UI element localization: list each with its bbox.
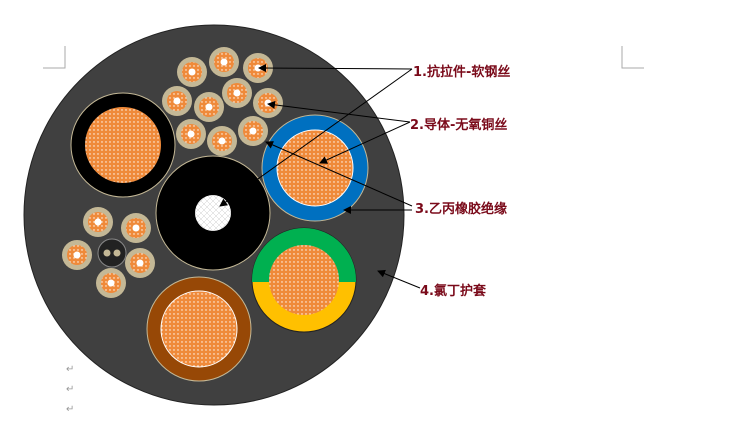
small-pair-element bbox=[97, 238, 127, 268]
paragraph-mark: ↵ bbox=[66, 364, 75, 375]
steel-strand bbox=[253, 88, 283, 118]
steel-strand bbox=[243, 53, 273, 83]
steel-strand bbox=[177, 57, 207, 87]
paragraph-mark: ↵ bbox=[66, 404, 75, 415]
steel-strand bbox=[222, 78, 252, 108]
steel-strand bbox=[62, 240, 92, 270]
steel-strand bbox=[121, 213, 151, 243]
page-corner-mark-left bbox=[43, 46, 66, 69]
core-green-yellow bbox=[251, 227, 357, 333]
steel-strand bbox=[209, 47, 239, 77]
core-brown bbox=[146, 276, 252, 382]
steel-strand bbox=[125, 248, 155, 278]
steel-strand bbox=[176, 119, 206, 149]
steel-strand bbox=[96, 268, 126, 298]
steel-strand bbox=[162, 86, 192, 116]
steel-strand bbox=[83, 207, 113, 237]
page-corner-mark-right bbox=[621, 46, 644, 69]
strength-member-group bbox=[62, 47, 283, 298]
label-conductor: 2.导体-无氧铜丝 bbox=[410, 118, 508, 133]
label-strength-member: 1.抗拉件-软钢丝 bbox=[413, 65, 511, 80]
core-blue bbox=[261, 114, 369, 222]
steel-strand bbox=[207, 126, 237, 156]
paragraph-mark: ↵ bbox=[66, 384, 75, 395]
core-black bbox=[70, 92, 176, 198]
label-sheath: 4.氯丁护套 bbox=[420, 284, 486, 299]
steel-strand bbox=[194, 92, 224, 122]
leader-lines bbox=[219, 64, 421, 289]
label-insulation: 3.乙丙橡胶绝缘 bbox=[415, 202, 507, 217]
center-element bbox=[155, 155, 271, 271]
steel-strand bbox=[238, 116, 268, 146]
